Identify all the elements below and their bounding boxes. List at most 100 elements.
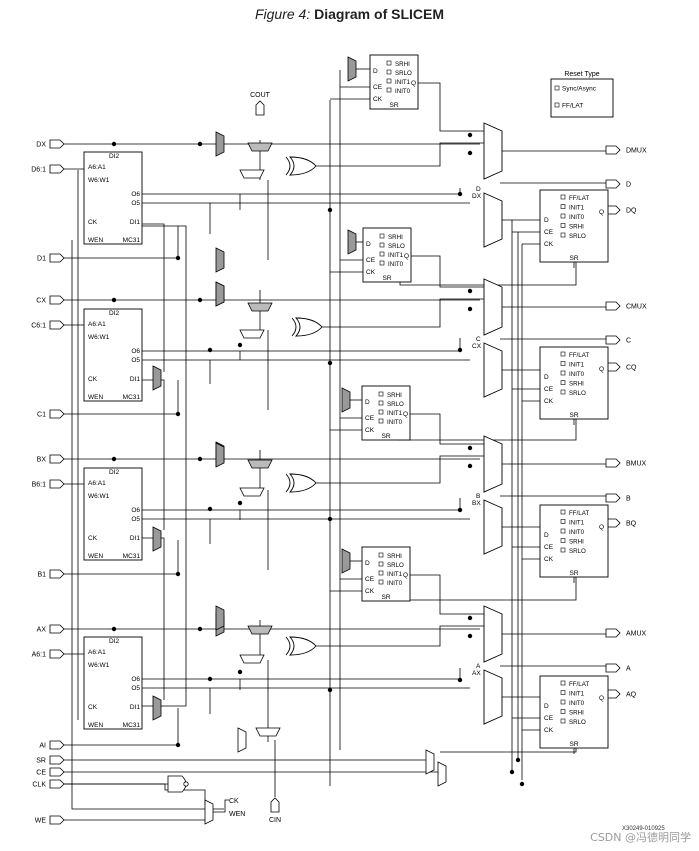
checkbox-icon bbox=[379, 260, 385, 266]
latch-q bbox=[418, 82, 484, 132]
xor-out bbox=[316, 142, 484, 167]
lut-o6-label: O6 bbox=[131, 191, 140, 198]
input-b61-pin bbox=[49, 479, 65, 489]
junction-dot bbox=[237, 669, 243, 675]
output-bq-label: BQ bbox=[626, 521, 637, 528]
checkbox-icon bbox=[560, 370, 566, 376]
junction-dot bbox=[111, 297, 117, 303]
reg-init1-label: INIT1 bbox=[569, 362, 585, 369]
carry-mux-upper-b bbox=[247, 459, 273, 469]
input-b61-label: B6:1 bbox=[32, 482, 47, 489]
reg-d-label: D bbox=[544, 703, 549, 710]
mux-pin-ax: AX bbox=[472, 670, 481, 677]
input-b1-label: B1 bbox=[37, 572, 46, 579]
junction-dot bbox=[111, 456, 117, 462]
mc31-loop bbox=[142, 225, 187, 707]
ck-route bbox=[213, 799, 229, 813]
input-we-label: WE bbox=[35, 818, 47, 825]
lut-di1-label: DI1 bbox=[130, 219, 141, 226]
reg-init0-label: INIT0 bbox=[569, 214, 585, 221]
checkbox-icon bbox=[560, 528, 566, 534]
reg-q-label: Q bbox=[403, 572, 408, 579]
lut-wen-label: WEN bbox=[88, 722, 103, 729]
lut-o6-label: O6 bbox=[131, 348, 140, 355]
xor-out bbox=[322, 298, 484, 328]
checkbox-icon bbox=[378, 579, 384, 585]
checkbox-icon bbox=[560, 194, 566, 200]
lut-mc31-label: MC31 bbox=[123, 722, 141, 729]
mux-bypass-1 bbox=[215, 281, 225, 307]
clock-invert-gate bbox=[167, 775, 187, 793]
checkbox-icon bbox=[378, 391, 384, 397]
checkbox-icon bbox=[560, 509, 566, 515]
reg-srhi-label: SRHI bbox=[387, 392, 402, 399]
lut-ck-label: CK bbox=[88, 535, 98, 542]
input-dx-pin bbox=[49, 139, 65, 149]
checkbox-icon bbox=[378, 570, 384, 576]
junction-dot bbox=[175, 255, 181, 261]
lut-d bbox=[83, 151, 143, 245]
mc31-to-di-b bbox=[142, 379, 165, 530]
o6-bus bbox=[142, 668, 461, 680]
mux-pin-dx: DX bbox=[472, 193, 482, 200]
carry-mux-lower-b bbox=[239, 487, 265, 497]
sr-feed-b bbox=[398, 574, 577, 601]
junction-dot bbox=[175, 411, 181, 417]
reg-ck-label: CK bbox=[373, 96, 383, 103]
reg-ce-label: CE bbox=[373, 84, 383, 91]
mux-reg-in-a bbox=[341, 548, 351, 574]
checkbox-icon bbox=[560, 709, 566, 714]
xor-gate-b bbox=[288, 473, 317, 493]
reg-srlo-label: SRLO bbox=[387, 562, 404, 569]
xor-gate-d bbox=[288, 156, 317, 176]
mux-pin-b: B bbox=[476, 493, 480, 500]
mux-pin-c: C bbox=[476, 336, 481, 343]
input-dx-label: DX bbox=[36, 142, 46, 149]
reg-sr-label: SR bbox=[569, 255, 578, 262]
we-route bbox=[71, 800, 224, 810]
reg-init0-label: INIT0 bbox=[388, 261, 404, 268]
output-cmux-pin bbox=[605, 301, 621, 311]
xor-gate-curve bbox=[285, 636, 291, 656]
mux-left-d bbox=[215, 131, 225, 157]
junction-dot bbox=[207, 506, 213, 512]
latch-register-a bbox=[361, 546, 411, 602]
junction-dot bbox=[197, 456, 203, 462]
reg-ck-label: CK bbox=[365, 427, 375, 434]
xor-gate-curve bbox=[285, 156, 291, 176]
checkbox-icon bbox=[560, 389, 566, 395]
reg-q-label: Q bbox=[599, 209, 604, 216]
reg-fflat-label: FF/LAT bbox=[569, 510, 589, 517]
labels: DXD6:1D1CXC6:1C1BXB6:1B1AXA6:1AISRCECLKW… bbox=[31, 61, 647, 825]
mc31-to-di-a bbox=[142, 537, 165, 700]
checkbox-icon bbox=[386, 69, 392, 75]
checkbox-icon bbox=[378, 552, 384, 558]
reg-srhi-label: SRHI bbox=[569, 539, 584, 546]
input-ai-label: AI bbox=[39, 743, 46, 750]
junction-dot bbox=[197, 141, 203, 147]
junction-dot bbox=[467, 132, 473, 138]
reg-q-label: Q bbox=[599, 366, 604, 373]
reg-srlo-label: SRLO bbox=[388, 243, 405, 250]
junction-dot bbox=[519, 781, 525, 787]
output-b-pin bbox=[605, 493, 621, 503]
latch-q bbox=[410, 574, 484, 615]
reg-init0-label: INIT0 bbox=[569, 529, 585, 536]
junction-dot bbox=[327, 360, 333, 366]
lut-o5-label: O5 bbox=[131, 357, 140, 364]
junction-dot bbox=[111, 626, 117, 632]
mux-ff-d bbox=[483, 192, 503, 248]
lut-waddr-label: W6:W1 bbox=[88, 334, 110, 341]
legend-sync: Sync/Async bbox=[562, 86, 597, 93]
output-bmux-pin bbox=[605, 458, 621, 468]
lut-c bbox=[83, 308, 143, 402]
mux-out-b bbox=[483, 435, 503, 493]
reg-ce-label: CE bbox=[365, 576, 375, 583]
cin-label: CIN bbox=[269, 817, 281, 824]
junction-dot bbox=[327, 516, 333, 522]
junction-dot bbox=[467, 445, 473, 451]
sr-feed-c bbox=[398, 418, 577, 441]
lut-waddr-label: W6:W1 bbox=[88, 177, 110, 184]
junction-dot bbox=[457, 191, 463, 197]
